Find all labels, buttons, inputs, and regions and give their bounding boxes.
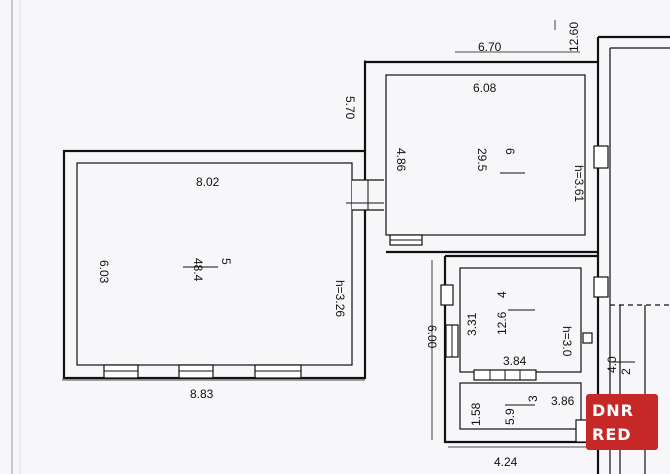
room-4-number: 4 bbox=[495, 291, 509, 298]
room-2-area: 4.0 bbox=[605, 356, 619, 373]
dim-room6-height: h=3.61 bbox=[572, 165, 586, 202]
dim-bottom-width: 4.24 bbox=[494, 455, 518, 469]
room-3-area: 5.9 bbox=[503, 408, 517, 425]
room-4-height: h=3.0 bbox=[560, 326, 574, 357]
room-6-number: 6 bbox=[503, 148, 517, 155]
dnr-red-logo: DNR RED bbox=[586, 394, 658, 450]
room-5-walls bbox=[62, 149, 384, 380]
room-3-width: 3.86 bbox=[551, 394, 575, 408]
dim-room5-height: h=3.26 bbox=[333, 280, 347, 317]
logo-line2: RED bbox=[592, 425, 632, 444]
room-4-width: 3.84 bbox=[503, 354, 527, 368]
dim-top-right: 12.60 bbox=[567, 22, 581, 52]
dim-room5-side: 6.03 bbox=[97, 260, 111, 284]
room-3-side: 1.58 bbox=[469, 402, 483, 426]
dim-top-width: 6.70 bbox=[478, 40, 502, 54]
dim-room6-top: 6.08 bbox=[473, 81, 497, 95]
dim-mid-height: 6.00 bbox=[425, 325, 439, 349]
dim-corridor-height: 5.70 bbox=[343, 96, 357, 120]
room-5-area: 48.4 bbox=[191, 258, 205, 282]
room-2-number: 2 bbox=[619, 368, 633, 375]
room-5-number: 5 bbox=[219, 258, 233, 265]
dim-room5-bottom: 8.83 bbox=[190, 387, 214, 401]
room-3-number: 3 bbox=[526, 395, 540, 402]
dimension-lines bbox=[62, 20, 635, 448]
room-4-area: 12.6 bbox=[495, 311, 509, 335]
dim-room6-side: 4.86 bbox=[394, 148, 408, 172]
room-4-walls bbox=[440, 254, 598, 444]
room-6-area: 29.5 bbox=[475, 148, 489, 172]
room-4-side: 3.31 bbox=[465, 312, 479, 336]
dim-room5-top: 8.02 bbox=[196, 175, 220, 189]
logo-line1: DNR bbox=[592, 401, 634, 420]
